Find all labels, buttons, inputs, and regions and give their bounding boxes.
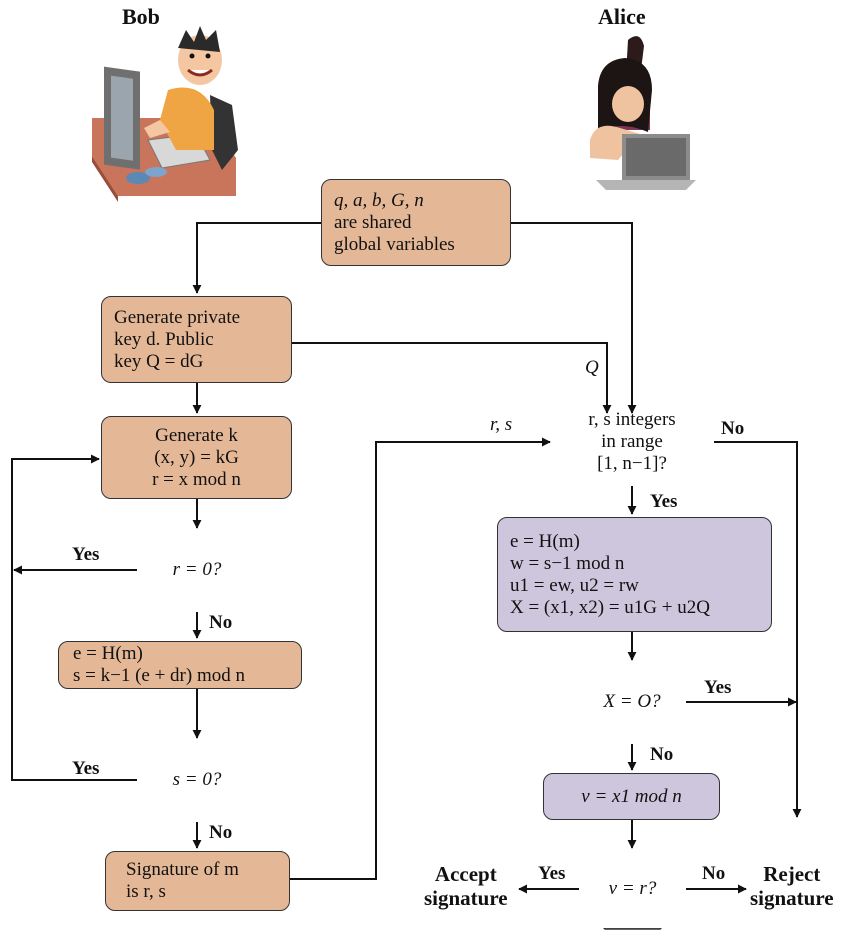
- v-equals-r-text: v = r?: [608, 878, 657, 899]
- range-line-3: [1, n−1]?: [597, 453, 667, 474]
- rs-edge-label: r, s: [490, 414, 513, 435]
- gen-key-line-2: key d. Public: [114, 328, 214, 350]
- shared-globals-box: q, a, b, G, n are shared global variable…: [321, 179, 511, 266]
- globals-line-3: global variables: [334, 233, 455, 255]
- r-zero-yes-label: Yes: [72, 544, 100, 565]
- globals-line-2: are shared: [334, 211, 412, 233]
- v-yes-label: Yes: [538, 863, 566, 884]
- s-zero-no-label: No: [209, 822, 233, 843]
- alice-name: Alice: [598, 4, 646, 29]
- gen-k-line-3: r = x mod n: [152, 468, 241, 490]
- generate-k-box: Generate k (x, y) = kG r = x mod n: [101, 416, 292, 499]
- globals-line-1: q, a, b, G, n: [334, 189, 424, 211]
- compute-s-box: e = H(m) s = k−1 (e + dr) mod n: [58, 641, 302, 689]
- x-zero-yes-label: Yes: [704, 677, 732, 698]
- gen-key-line-1: Generate private: [114, 306, 241, 328]
- s-zero-decision: s = 0?: [137, 738, 257, 822]
- range-no-label: No: [721, 418, 745, 439]
- verify-line-1: e = H(m): [510, 530, 580, 552]
- alice-laptop-illustration: [590, 36, 696, 190]
- signature-line-1: Signature of m: [126, 859, 239, 880]
- reject-line-2: signature: [750, 886, 834, 910]
- compute-s-line-1: e = H(m): [73, 643, 143, 664]
- range-yes-label: Yes: [650, 491, 678, 512]
- verify-line-2: w = s−1 mod n: [510, 552, 625, 574]
- verify-line-3: u1 = ew, u2 = rw: [510, 574, 639, 596]
- v-compute-box: v = x1 mod n: [543, 773, 720, 820]
- accept-line-2: signature: [424, 886, 508, 910]
- v-no-label: No: [702, 863, 726, 884]
- q-edge-label: Q: [585, 357, 599, 378]
- range-line-1: r, s integers: [588, 409, 676, 430]
- reject-line-1: Reject: [763, 862, 821, 886]
- r-zero-text: r = 0?: [172, 559, 222, 580]
- gen-k-line-2: (x, y) = kG: [154, 446, 239, 468]
- accept-signature-label: Accept signature: [424, 862, 508, 910]
- verify-line-4: X = (x1, x2) = u1G + u2Q: [510, 596, 710, 618]
- compute-s-line-2: s = k−1 (e + dr) mod n: [73, 665, 245, 686]
- reject-signature-label: Reject signature: [750, 862, 834, 910]
- r-zero-no-label: No: [209, 612, 233, 633]
- x-zero-text: X = O?: [603, 691, 661, 712]
- bob-name: Bob: [122, 4, 160, 29]
- r-zero-decision: r = 0?: [137, 528, 257, 612]
- range-line-2: in range: [601, 431, 663, 452]
- s-zero-text: s = 0?: [172, 769, 222, 790]
- x-zero-no-label: No: [650, 744, 674, 765]
- range-check-decision: r, s integers in range [1, n−1]?: [550, 398, 714, 486]
- bob-computer-illustration: [92, 26, 238, 202]
- s-zero-yes-label: Yes: [72, 758, 100, 779]
- v-calc-text: v = x1 mod n: [581, 785, 682, 807]
- gen-key-line-3: key Q = dG: [114, 350, 204, 372]
- signature-box: Signature of m is r, s: [105, 851, 290, 911]
- generate-keys-box: Generate private key d. Public key Q = d…: [101, 296, 292, 383]
- x-zero-decision: X = O?: [578, 660, 686, 744]
- verify-compute-box: e = H(m) w = s−1 mod n u1 = ew, u2 = rw …: [497, 517, 772, 632]
- v-equals-r-decision: v = r?: [579, 848, 686, 930]
- signature-line-2: is r, s: [126, 881, 166, 902]
- accept-line-1: Accept: [434, 862, 497, 886]
- gen-k-line-1: Generate k: [155, 424, 238, 446]
